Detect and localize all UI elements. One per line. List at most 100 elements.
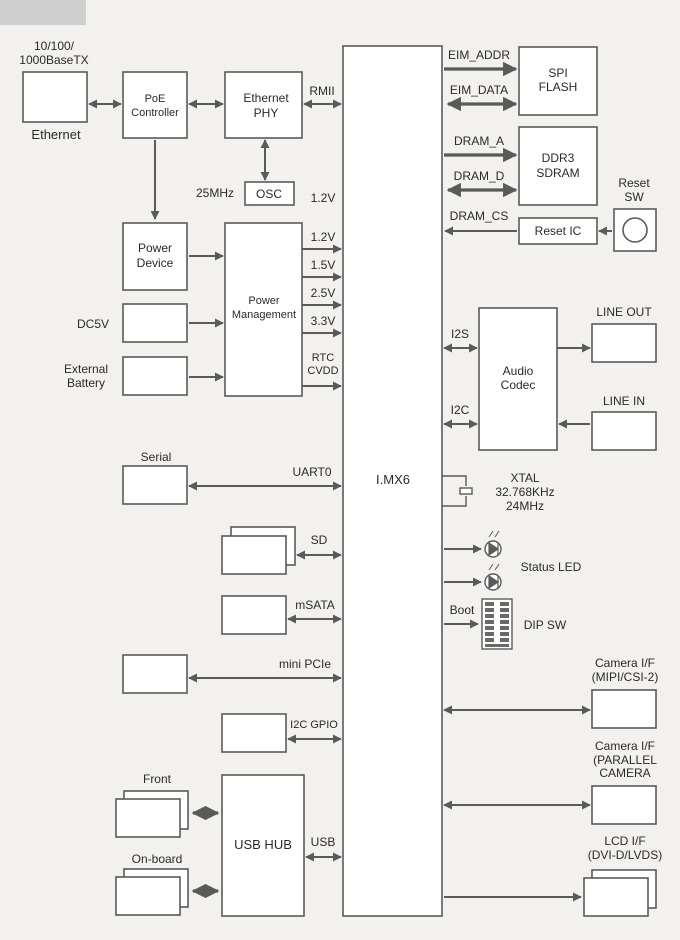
usb-label: USB bbox=[311, 835, 336, 849]
camera-mipi-connector bbox=[591, 689, 657, 729]
header-tab bbox=[0, 0, 86, 25]
mini-pcie-label: mini PCIe bbox=[279, 657, 331, 671]
audio-codec bbox=[478, 307, 558, 451]
audio-label-1: Audio bbox=[503, 364, 534, 378]
ddr3-label-1: DDR3 bbox=[542, 151, 575, 165]
status-led-label: Status LED bbox=[521, 560, 582, 574]
ethernet-speed-line2: 1000BaseTX bbox=[19, 53, 88, 67]
dram-d-label: DRAM_D bbox=[454, 169, 505, 183]
i2c-gpio-label: I2C GPIO bbox=[290, 719, 338, 731]
led-icon bbox=[484, 530, 502, 558]
rtc-label-2: CVDD bbox=[307, 365, 338, 377]
power-device bbox=[122, 222, 188, 291]
ethernet-phy bbox=[224, 71, 303, 139]
ddr3-label-2: SDRAM bbox=[536, 166, 579, 180]
reset-button-icon bbox=[622, 217, 648, 243]
ddr3-sdram bbox=[518, 126, 598, 206]
imx6-processor bbox=[342, 45, 443, 917]
ext-battery-label-1: External bbox=[64, 362, 108, 376]
line-out-label: LINE OUT bbox=[596, 305, 652, 319]
camera-par-label-1: Camera I/F bbox=[595, 739, 655, 753]
reset-sw-label-2: SW bbox=[624, 190, 644, 204]
rail-label-3: 2.5V bbox=[311, 286, 336, 300]
sd-card bbox=[221, 535, 287, 575]
audio-label-2: Codec bbox=[501, 378, 536, 392]
phy-label-1: Ethernet bbox=[243, 91, 289, 105]
xtal-leads bbox=[442, 475, 467, 507]
ethernet-port bbox=[22, 71, 88, 123]
dram-cs-label: DRAM_CS bbox=[450, 209, 509, 223]
phy-label-2: PHY bbox=[254, 106, 279, 120]
camera-par-label-3: CAMERA bbox=[599, 766, 650, 780]
pm-label-1: Power bbox=[248, 295, 280, 307]
camera-mipi-label-2: (MIPI/CSI-2) bbox=[592, 670, 659, 684]
v12-top-label: 1.2V bbox=[311, 191, 336, 205]
usb-hub bbox=[221, 774, 305, 917]
rail-label-4: 3.3V bbox=[311, 314, 336, 328]
onboard-usb bbox=[115, 876, 181, 916]
msata-label: mSATA bbox=[295, 598, 335, 612]
spi-flash-label-2: FLASH bbox=[539, 80, 578, 94]
spi-flash-label-1: SPI bbox=[548, 66, 567, 80]
serial-label: Serial bbox=[141, 450, 172, 464]
serial-port bbox=[122, 465, 188, 505]
rail-label-2: 1.5V bbox=[311, 258, 336, 272]
front-label: Front bbox=[143, 772, 172, 786]
imx6-label: I.MX6 bbox=[376, 472, 410, 487]
power-device-label-2: Device bbox=[137, 256, 174, 270]
sd-label: SD bbox=[311, 533, 328, 547]
i2c-label: I2C bbox=[451, 403, 470, 417]
dc5v-input bbox=[122, 303, 188, 343]
rmii-label: RMII bbox=[309, 84, 334, 98]
power-management bbox=[224, 222, 303, 397]
dc5v-label: DC5V bbox=[77, 317, 109, 331]
xtal-label-2: 32.768KHz bbox=[495, 485, 554, 499]
reset-ic bbox=[518, 217, 598, 245]
ethernet-label: Ethernet bbox=[31, 127, 81, 142]
eim-addr-label: EIM_ADDR bbox=[448, 48, 510, 62]
lcd-connector bbox=[583, 877, 649, 917]
camera-par-label-2: (PARALLEL bbox=[593, 753, 657, 767]
line-out-jack bbox=[591, 323, 657, 363]
pm-label-2: Management bbox=[232, 309, 296, 321]
reset-sw-label-1: Reset bbox=[618, 176, 650, 190]
uart0-label: UART0 bbox=[292, 465, 331, 479]
reset-ic-label: Reset IC bbox=[535, 224, 582, 238]
i2s-label: I2S bbox=[451, 327, 469, 341]
dip-switch-icon bbox=[481, 598, 513, 650]
usb-hub-label: USB HUB bbox=[234, 837, 292, 852]
external-battery bbox=[122, 356, 188, 396]
ext-battery-label-2: Battery bbox=[67, 376, 105, 390]
boot-label: Boot bbox=[450, 603, 475, 617]
front-usb bbox=[115, 798, 181, 838]
crystal-icon bbox=[459, 487, 473, 495]
lcd-label-1: LCD I/F bbox=[604, 834, 645, 848]
line-in-jack bbox=[591, 411, 657, 451]
mini-pcie-device bbox=[122, 654, 188, 694]
camera-mipi-label-1: Camera I/F bbox=[595, 656, 655, 670]
power-device-label-1: Power bbox=[138, 241, 172, 255]
dram-a-label: DRAM_A bbox=[454, 134, 504, 148]
camera-parallel-connector bbox=[591, 785, 657, 825]
onboard-label: On-board bbox=[132, 852, 183, 866]
ethernet-speed-line1: 10/100/ bbox=[34, 39, 75, 53]
line-in-label: LINE IN bbox=[603, 394, 645, 408]
i2c-gpio-device bbox=[221, 713, 287, 753]
rail-label-1: 1.2V bbox=[311, 230, 336, 244]
xtal-label-1: XTAL bbox=[510, 471, 539, 485]
rtc-label-1: RTC bbox=[312, 352, 334, 364]
spi-flash bbox=[518, 46, 598, 116]
msata-device bbox=[221, 595, 287, 635]
dip-sw-label: DIP SW bbox=[524, 618, 567, 632]
xtal-label-3: 24MHz bbox=[506, 499, 544, 513]
osc bbox=[244, 181, 295, 206]
osc-freq-label: 25MHz bbox=[196, 186, 234, 200]
lcd-label-2: (DVI-D/LVDS) bbox=[588, 848, 662, 862]
poe-controller bbox=[122, 71, 188, 139]
led-icon bbox=[484, 563, 502, 591]
poe-label-1: PoE bbox=[145, 93, 166, 105]
poe-label-2: Controller bbox=[131, 107, 179, 119]
eim-data-label: EIM_DATA bbox=[450, 83, 508, 97]
osc-label: OSC bbox=[256, 187, 282, 201]
